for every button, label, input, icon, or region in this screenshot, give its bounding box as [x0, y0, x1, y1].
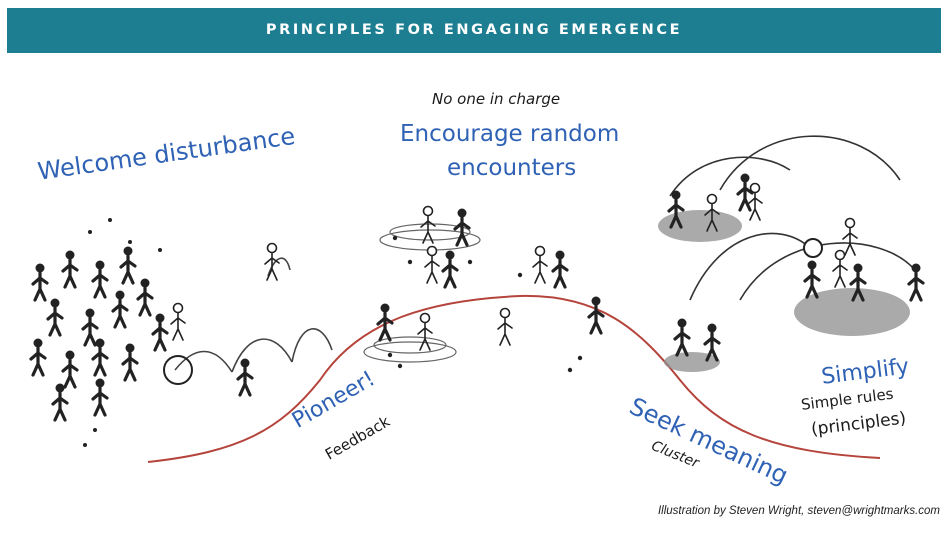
- thrown-balls: [83, 218, 162, 447]
- encounter-figures: [376, 205, 605, 351]
- cluster-shadow: [664, 352, 720, 372]
- illustration-credit: Illustration by Steven Wright, steven@wr…: [657, 505, 940, 517]
- journey-path: [147, 294, 881, 463]
- connection-arcs: [669, 135, 916, 301]
- title-banner: PRINCIPLES FOR ENGAGING EMERGENCE: [7, 8, 941, 53]
- encounter-dots: [387, 235, 583, 373]
- cluster-figures: [667, 171, 925, 362]
- crowd-figures: [29, 242, 280, 422]
- label-no-one-in-charge: No one in charge: [432, 90, 561, 108]
- encounter-swirls: [363, 223, 481, 363]
- label-encourage-line1: Encourage random: [400, 121, 620, 147]
- banner-title: PRINCIPLES FOR ENGAGING EMERGENCE: [265, 22, 683, 38]
- cluster-shadow: [794, 288, 910, 336]
- bounce-arcs: [174, 257, 333, 373]
- label-encourage-line2: encounters: [447, 155, 577, 181]
- cluster-shadow: [658, 210, 742, 242]
